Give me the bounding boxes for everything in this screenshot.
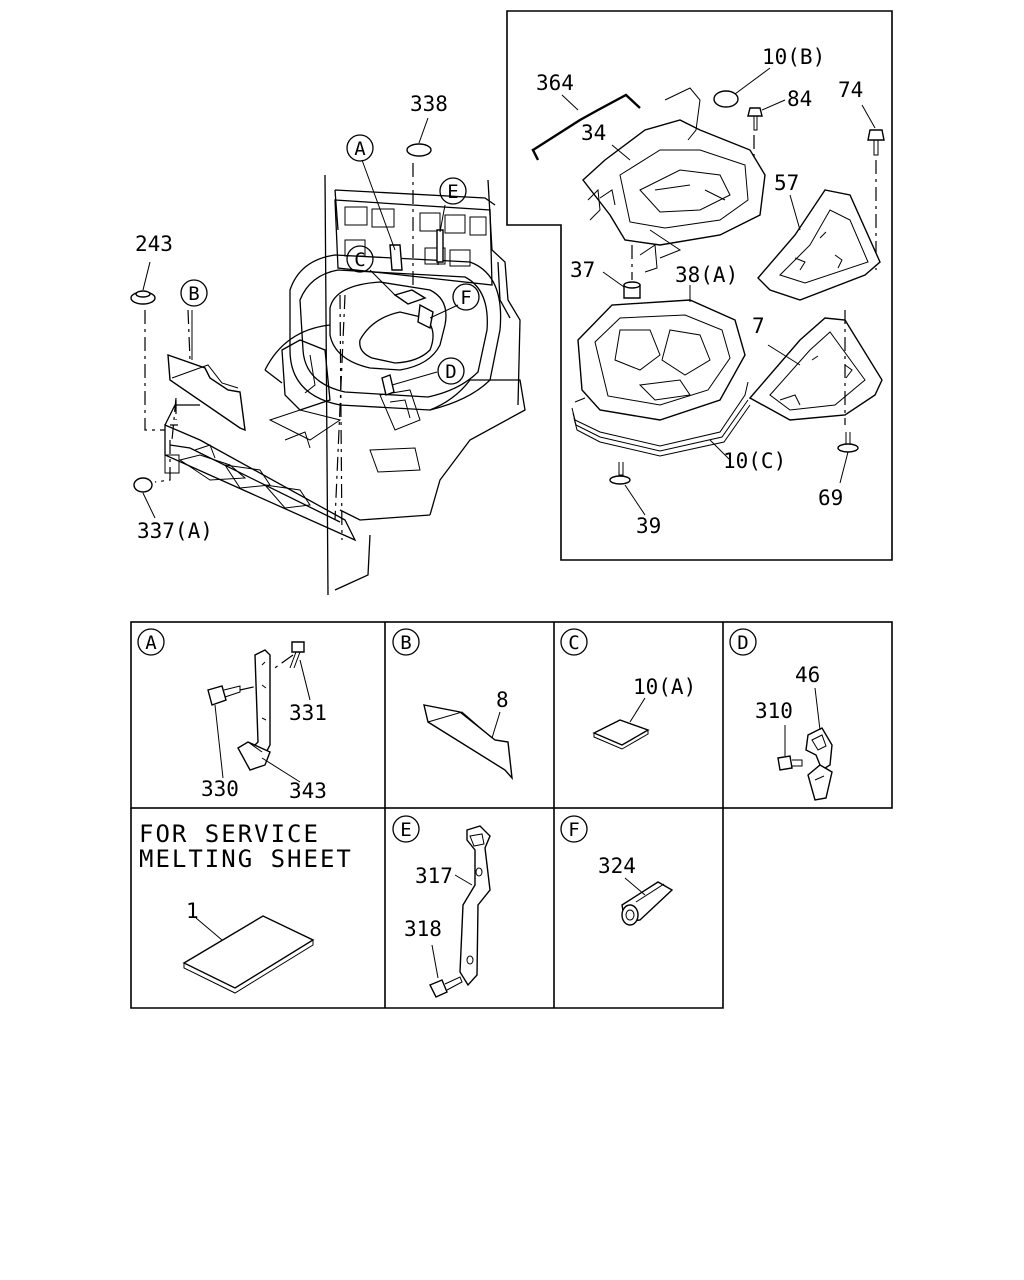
floor-assembly-illustration [144,163,526,596]
service-note-line2: MELTING SHEET [139,845,353,873]
svg-text:B: B [400,632,411,654]
detail-b-callout-8: 8 [496,688,509,712]
sheet-10a-shape [592,719,650,750]
main-ref-d: D [437,357,465,385]
callout-39: 39 [636,514,661,538]
svg-text:A: A [354,138,366,160]
service-note-line1: FOR SERVICE [139,820,320,848]
detail-a-cell: A 331 330 343 [137,628,327,803]
main-ref-c: C [346,245,374,273]
cover-38a-shape [577,299,746,421]
svg-text:E: E [400,819,411,841]
sheet-10c-shape [571,381,751,457]
hook-d-shape [381,374,395,396]
svg-text:D: D [737,632,748,654]
svg-text:C: C [354,249,365,271]
callout-34: 34 [581,121,606,145]
main-ref-b: B [180,279,208,307]
svg-text:B: B [188,283,199,305]
trim-57-shape [757,189,881,301]
screw-74-shape [867,129,885,156]
detail-e-callout-317: 317 [415,864,453,888]
detail-e-callout-318: 318 [404,917,442,941]
service-callout-1: 1 [186,899,199,923]
main-view-parts [130,117,459,519]
detail-e-cell: E 317 318 [392,815,491,998]
detail-a-callout-331: 331 [289,701,327,725]
bumper-37-shape [623,281,641,299]
detail-b-cell: B 8 [392,628,513,781]
callout-10c: 10(C) [723,449,786,473]
plug-338-shape [406,143,432,157]
svg-text:D: D [445,361,456,383]
callout-7: 7 [752,314,765,338]
strap-317-shape [459,825,491,987]
screw-84-shape [747,107,763,131]
callout-69: 69 [818,486,843,510]
main-ref-e: E [439,177,467,205]
sheet-c-shape [393,289,427,305]
callout-74: 74 [838,78,863,102]
detail-d-cell: D 46 310 [729,628,833,801]
bracket-343-shape [237,649,271,771]
screw-39-shape [609,462,631,485]
callout-38a: 38(A) [675,263,738,287]
trim-panels-illustration [531,67,885,516]
detail-a-callout-330: 330 [201,777,239,801]
bolt-330-shape [207,685,241,706]
callout-243: 243 [135,232,173,256]
svg-text:E: E [447,181,458,203]
detail-a-callout-343: 343 [289,779,327,803]
main-ref-a: A [346,134,374,162]
plug-337a-shape [133,477,153,493]
svg-text:C: C [568,632,579,654]
detail-c-callout-10a: 10(A) [633,675,696,699]
callout-364: 364 [536,71,574,95]
screw-310-shape [777,755,803,771]
callout-84: 84 [787,87,812,111]
svg-text:F: F [568,819,579,841]
callout-338: 338 [410,92,448,116]
detail-grid [130,621,893,1009]
protector-8-shape [423,704,513,781]
screw-318-shape [429,976,463,998]
grommet-243-shape [130,290,156,305]
trim-34-shape [582,87,766,273]
detail-d-callout-46: 46 [795,663,820,687]
svg-text:A: A [145,632,157,654]
hook-46-shape [805,727,833,801]
screw-331-shape [289,641,305,669]
callout-37: 37 [570,258,595,282]
screw-69-shape [837,432,859,453]
clip-324-shape [621,881,674,926]
melting-sheet-1-shape [182,915,315,994]
pad-10b-shape [713,90,739,108]
bracket-a-shape [389,244,403,271]
callout-10b: 10(B) [762,45,825,69]
clip-f-shape [417,303,434,330]
service-sheet-cell: FOR SERVICE MELTING SHEET 1 [139,820,353,994]
trim-panel-inset-frame [506,10,893,561]
detail-f-callout-324: 324 [598,854,636,878]
clip-e-shape [436,229,444,263]
main-ref-f: F [452,283,480,311]
trim-7-shape [748,317,883,421]
callout-337a: 337(A) [137,519,213,543]
svg-text:F: F [460,287,471,309]
callout-57: 57 [774,171,799,195]
detail-c-cell: C 10(A) [560,628,696,750]
detail-f-cell: F 324 [560,815,674,926]
detail-d-callout-310: 310 [755,699,793,723]
